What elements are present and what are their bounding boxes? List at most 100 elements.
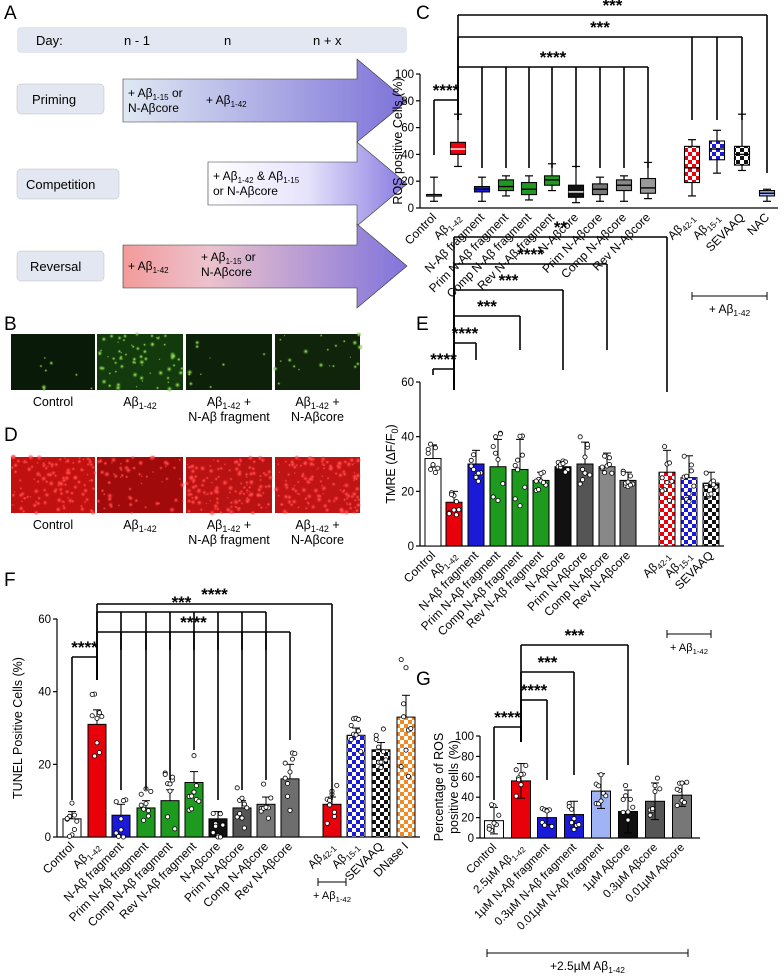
data-point — [582, 470, 588, 476]
data-point — [674, 802, 680, 808]
data-point — [355, 728, 361, 734]
data-point — [627, 796, 633, 802]
data-point — [517, 433, 523, 439]
cell-spot — [334, 471, 339, 476]
bar — [424, 458, 442, 547]
data-point — [405, 773, 411, 779]
cell-spot — [100, 378, 108, 385]
cell-spot — [187, 372, 192, 377]
data-point — [189, 793, 195, 799]
data-point — [623, 783, 629, 789]
cell-spot — [103, 470, 111, 478]
data-point — [496, 812, 502, 818]
panel-letter-a: A — [4, 3, 17, 24]
cell-spot — [166, 380, 170, 384]
cell-spot — [142, 342, 147, 347]
cell-spot — [283, 510, 288, 514]
cell-spot — [297, 505, 301, 509]
y-tick-label: 60 — [38, 614, 51, 626]
data-point — [373, 732, 379, 738]
data-point — [453, 512, 459, 518]
cell-spot — [244, 480, 249, 485]
cell-spot — [343, 482, 350, 489]
micrograph-label-line2: N-Aβ fragment — [188, 533, 270, 547]
data-point — [453, 499, 459, 505]
cell-spot — [237, 491, 243, 496]
data-point — [666, 460, 672, 466]
cell-spot — [43, 356, 47, 360]
data-point — [620, 796, 626, 802]
cell-spot — [71, 461, 75, 465]
data-point — [549, 823, 555, 829]
cell-spot — [35, 500, 41, 507]
cell-spot — [118, 354, 124, 360]
data-point — [449, 492, 455, 498]
data-point — [193, 783, 199, 789]
data-point — [430, 462, 436, 468]
data-point — [609, 470, 615, 476]
cell-spot — [58, 486, 64, 493]
data-point — [376, 744, 382, 750]
data-point — [324, 820, 330, 826]
cell-spot — [113, 473, 119, 479]
cell-spot — [42, 487, 47, 493]
data-point — [425, 446, 431, 452]
cell-spot — [135, 345, 141, 352]
data-point — [285, 781, 291, 787]
cell-spot — [237, 498, 242, 503]
cell-spot — [302, 348, 309, 355]
box — [733, 145, 751, 166]
data-point — [627, 482, 633, 488]
cell-spot — [292, 364, 297, 369]
data-point — [580, 466, 586, 472]
data-point — [493, 434, 499, 440]
cell-spot — [233, 505, 237, 508]
bar — [598, 466, 616, 547]
cell-spot — [92, 470, 97, 476]
cell-spot — [110, 456, 117, 464]
cell-spot — [266, 469, 273, 475]
data-point — [659, 488, 665, 494]
reversal-box — [16, 250, 105, 282]
cell-spot — [278, 471, 281, 474]
cell-spot — [131, 344, 136, 349]
significance-label: *** — [172, 593, 192, 612]
cell-spot — [259, 505, 264, 510]
cell-spot — [293, 484, 296, 487]
data-point — [684, 473, 690, 479]
data-point — [141, 806, 147, 812]
cell-spot — [306, 502, 311, 506]
cell-spot — [337, 472, 344, 479]
cell-spot — [265, 506, 268, 509]
micrograph-image — [186, 334, 272, 390]
cell-spot — [190, 496, 194, 500]
competition-text-2: or N-Aβcore — [213, 184, 278, 198]
cell-spot — [72, 474, 79, 481]
cell-spot — [189, 468, 196, 475]
data-point — [378, 765, 384, 771]
cell-spot — [117, 503, 121, 507]
cell-spot — [42, 499, 48, 506]
cell-spot — [332, 499, 336, 503]
data-point — [536, 487, 542, 493]
data-point — [540, 479, 546, 485]
data-point — [331, 813, 337, 819]
cell-spot — [176, 357, 182, 362]
cell-spot — [79, 504, 84, 509]
data-point — [652, 783, 658, 789]
cell-spot — [188, 381, 194, 387]
cell-spot — [326, 498, 332, 504]
data-point — [210, 811, 216, 817]
cell-spot — [124, 352, 128, 357]
data-point — [662, 444, 668, 450]
data-point — [598, 798, 604, 804]
cell-spot — [200, 482, 205, 488]
cell-spot — [107, 501, 114, 508]
cell-spot — [124, 475, 129, 479]
cell-spot — [331, 481, 337, 487]
cell-spot — [239, 459, 243, 464]
box — [708, 140, 726, 161]
cell-spot — [263, 484, 269, 489]
micrograph-label: Aβ1-42 + — [207, 395, 251, 411]
